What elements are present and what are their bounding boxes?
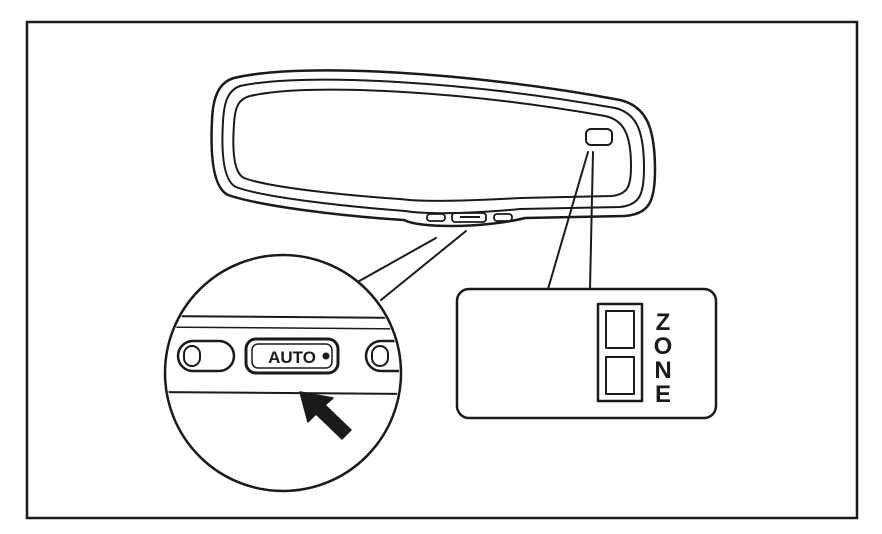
zone-display-panel: Z O N E: [455, 287, 718, 420]
callout-line-display-right: [589, 151, 594, 290]
zone-letter-2: O: [654, 333, 673, 360]
callout-line-circle-right: [380, 230, 467, 301]
zone-label: Z O N E: [654, 309, 673, 408]
diagram-frame: [25, 20, 859, 520]
callout-line-circle-left: [353, 237, 437, 285]
zone-letter-3: N: [654, 357, 671, 384]
mirror-glass: [232, 88, 632, 202]
callout-line-display-left: [547, 151, 589, 290]
seven-segment-digit-icon: [596, 302, 644, 403]
zone-letter-4: E: [655, 381, 671, 408]
left-mirror-button[interactable]: [176, 339, 236, 373]
auto-button[interactable]: AUTO: [244, 337, 340, 375]
light-sensor: [585, 128, 613, 146]
mirror-bottom-controls: [426, 212, 513, 223]
rearview-mirror: [210, 69, 657, 228]
auto-indicator-light: [322, 352, 330, 360]
auto-button-label: AUTO: [268, 348, 316, 367]
mirror-housing: [210, 69, 657, 228]
mirror-housing-inner: [221, 78, 645, 215]
pointer-arrow-icon: [299, 391, 352, 440]
zone-letter-1: Z: [656, 309, 671, 336]
